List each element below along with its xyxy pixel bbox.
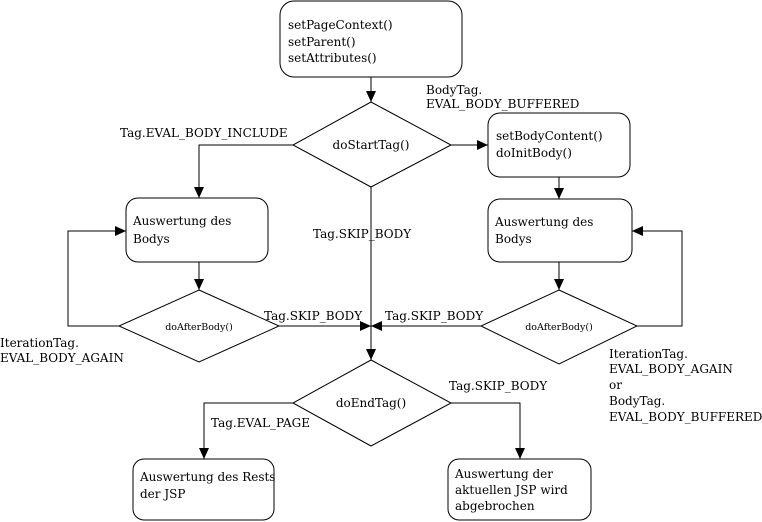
label-skip-body-left: Tag.SKIP_BODY bbox=[264, 309, 363, 323]
eval-body-right-line-2: Bodys bbox=[495, 232, 532, 246]
label-eval-body-again-right-4: BodyTag. bbox=[609, 394, 665, 408]
init-line-1: setPageContext() bbox=[288, 18, 393, 32]
after-body-left-label: doAfterBody() bbox=[165, 322, 233, 333]
init-line-3: setAttributes() bbox=[288, 51, 377, 65]
init-box: setPageContext() setParent() setAttribut… bbox=[279, 0, 463, 78]
eval-rest-line-2: der JSP bbox=[140, 487, 185, 501]
abort-box: Auswertung der aktuellen JSP wird abgebr… bbox=[447, 458, 592, 521]
label-eval-body-buffered-1: BodyTag. bbox=[426, 83, 482, 97]
edge-afterbody-left-loop bbox=[67, 226, 126, 327]
init-line-2: setParent() bbox=[288, 35, 356, 49]
label-eval-body-again-left-2: EVAL_BODY_AGAIN bbox=[0, 351, 124, 365]
label-skip-body-end: Tag.SKIP_BODY bbox=[449, 379, 548, 393]
end-tag-label: doEndTag() bbox=[336, 396, 406, 410]
label-skip-body-right: Tag.SKIP_BODY bbox=[385, 309, 484, 323]
start-tag-decision: doStartTag() bbox=[291, 101, 453, 188]
after-body-right-label: doAfterBody() bbox=[525, 322, 593, 333]
set-body-line-1: setBodyContent() bbox=[496, 129, 603, 143]
eval-body-left-box: Auswertung des Bodys bbox=[125, 197, 269, 263]
label-skip-body-center: Tag.SKIP_BODY bbox=[313, 227, 412, 241]
label-eval-body-include: Tag.EVAL_BODY_INCLUDE bbox=[120, 126, 288, 140]
edge-endtag-to-evalrest bbox=[199, 402, 293, 459]
label-eval-page: Tag.EVAL_PAGE bbox=[211, 416, 310, 430]
set-body-line-2: doInitBody() bbox=[496, 146, 572, 160]
edge-endtag-to-abort bbox=[451, 402, 525, 459]
eval-body-right-line-1: Auswertung des bbox=[494, 215, 593, 229]
label-eval-body-again-left-1: IterationTag. bbox=[0, 336, 79, 350]
label-eval-body-again-right-2: EVAL_BODY_AGAIN bbox=[609, 362, 733, 376]
end-tag-decision: doEndTag() bbox=[291, 359, 453, 447]
after-body-left-decision: doAfterBody() bbox=[117, 289, 281, 363]
eval-rest-line-1: Auswertung des Rests bbox=[139, 470, 275, 484]
set-body-box: setBodyContent() doInitBody() bbox=[487, 112, 631, 178]
edge-starttag-to-evalbody-left bbox=[194, 144, 293, 198]
edge-afterbody-right-loop bbox=[632, 226, 683, 327]
label-eval-body-again-right-3: or bbox=[609, 378, 622, 392]
start-tag-label: doStartTag() bbox=[333, 138, 410, 152]
eval-rest-box: Auswertung des Rests der JSP bbox=[132, 458, 275, 521]
abort-line-3: abgebrochen bbox=[455, 499, 535, 513]
eval-body-right-box: Auswertung des Bodys bbox=[487, 198, 633, 263]
label-eval-body-again-right-5: EVAL_BODY_BUFFERED bbox=[609, 410, 762, 424]
label-eval-body-again-right-1: IterationTag. bbox=[609, 347, 688, 361]
after-body-right-decision: doAfterBody() bbox=[479, 289, 639, 365]
abort-line-2: aktuellen JSP wird bbox=[455, 483, 568, 497]
eval-body-left-line-1: Auswertung des bbox=[132, 214, 231, 228]
label-eval-body-buffered-2: EVAL_BODY_BUFFERED bbox=[426, 97, 579, 111]
eval-body-left-line-2: Bodys bbox=[133, 232, 170, 246]
abort-line-1: Auswertung der bbox=[454, 467, 553, 481]
